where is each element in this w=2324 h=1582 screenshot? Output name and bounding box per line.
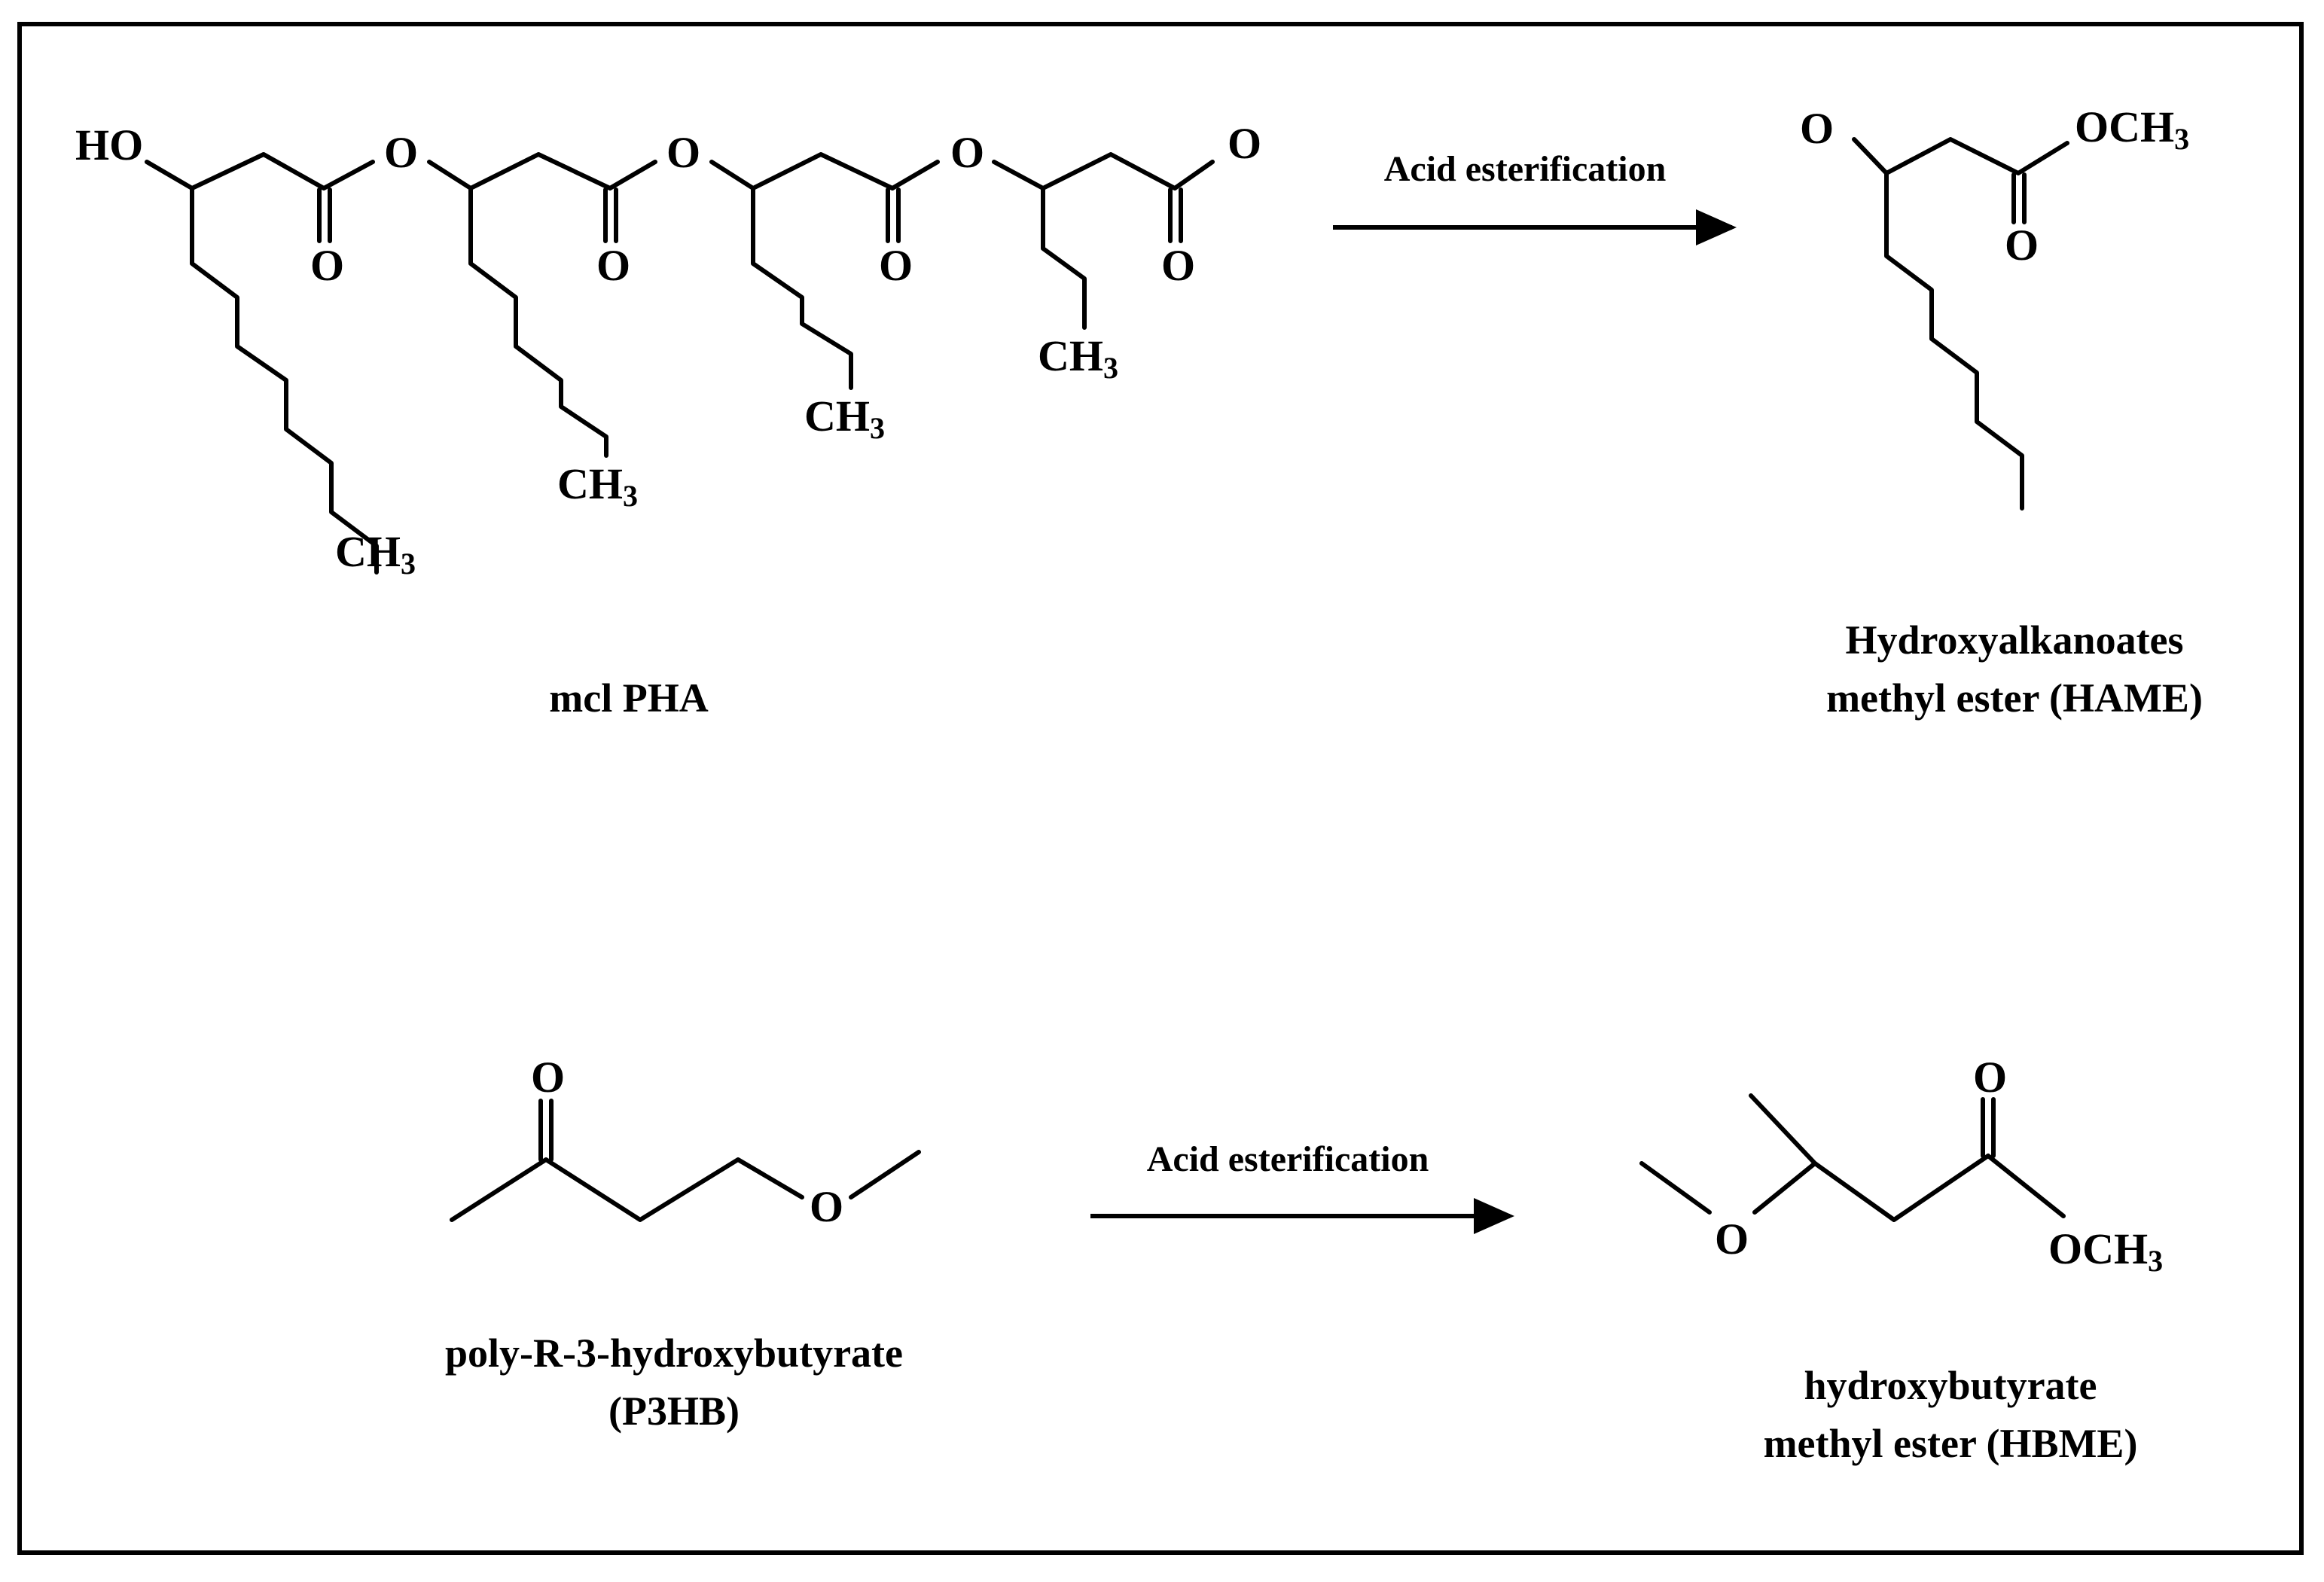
mcl-pha-sidechain-2 — [468, 186, 608, 458]
p3hb-caption-line2: (P3HB) — [608, 1388, 740, 1434]
atom-ho: HO — [75, 120, 143, 169]
atom-ester-o-1: O — [384, 128, 418, 177]
top-arrow-label: Acid esterification — [1384, 149, 1667, 189]
p3hb-atom-ester-o: O — [810, 1182, 843, 1231]
bottom-reaction-arrow: Acid esterification — [1090, 1139, 1514, 1234]
mcl-pha-sidechain-1 — [190, 186, 379, 575]
mcl-pha-caption: mcl PHA — [549, 675, 708, 721]
atom-terminal-o: O — [1228, 119, 1261, 168]
hame-atom-carbonyl-o: O — [2005, 221, 2039, 270]
hbme-caption-line2: methyl ester (HBME) — [1764, 1421, 2138, 1466]
p3hb-structure: O O poly-R-3-hydroxybutyrate (P3HB) — [445, 1053, 921, 1434]
hbme-atom-ester-o: O — [1715, 1215, 1749, 1263]
bottom-arrow-label: Acid esterification — [1147, 1139, 1429, 1179]
hbme-structure: O O OCH3 hydroxybutyrate methyl ester (H… — [1639, 1053, 2163, 1466]
mcl-pha-sidechain-3 — [751, 186, 853, 390]
atom-ester-o-3: O — [950, 128, 984, 177]
methyl-label-2: CH3 — [557, 459, 638, 513]
p3hb-atom-carbonyl-o: O — [531, 1053, 565, 1102]
hame-caption-line2: methyl ester (HAME) — [1826, 675, 2203, 721]
hame-bonds — [1852, 137, 2069, 511]
atom-carbonyl-o-3: O — [879, 241, 913, 290]
mcl-pha-structure: HO O O O O O O O O CH3 CH3 CH3 CH3 mcl P… — [75, 119, 1261, 721]
atom-ester-o-2: O — [666, 128, 700, 177]
hbme-bonds — [1639, 1093, 2066, 1222]
hame-caption-line1: Hydroxyalkanoates — [1845, 617, 2183, 663]
hbme-atom-och3: OCH3 — [2048, 1224, 2163, 1278]
hbme-caption-line1: hydroxybutyrate — [1804, 1363, 2097, 1408]
methyl-label-3: CH3 — [804, 392, 885, 445]
mcl-pha-sidechain-4 — [1041, 186, 1087, 330]
atom-carbonyl-o-4: O — [1161, 241, 1195, 290]
hame-atom-och3: OCH3 — [2075, 102, 2189, 156]
mcl-pha-backbone — [145, 152, 1215, 191]
atom-carbonyl-o-2: O — [596, 241, 630, 290]
mcl-pha-carbonyl-bonds — [317, 187, 1183, 243]
p3hb-bonds — [450, 1099, 921, 1222]
methyl-label-4: CH3 — [1038, 331, 1118, 385]
hame-structure: O OCH3 O Hydroxyalkanoates methyl ester … — [1800, 102, 2203, 721]
p3hb-caption-line1: poly-R-3-hydroxybutyrate — [445, 1331, 903, 1376]
top-reaction-arrow: Acid esterification — [1333, 149, 1737, 245]
hbme-atom-carbonyl-o: O — [1973, 1053, 2007, 1102]
hame-atom-o: O — [1800, 104, 1834, 153]
methyl-label-1: CH3 — [335, 527, 416, 581]
atom-carbonyl-o-1: O — [310, 241, 344, 290]
figure-border — [17, 22, 2304, 1555]
